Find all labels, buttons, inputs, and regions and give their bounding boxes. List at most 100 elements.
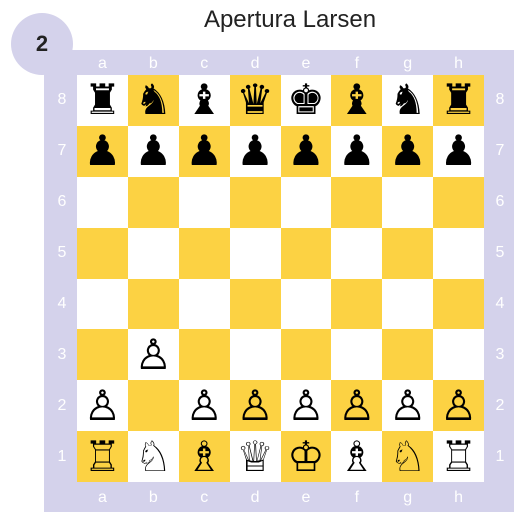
square-f6[interactable] — [331, 177, 382, 228]
square-d1[interactable]: ♕ — [230, 431, 281, 482]
square-h3[interactable] — [433, 329, 484, 380]
square-g8[interactable]: ♞ — [382, 75, 433, 126]
black-king-icon[interactable]: ♚ — [287, 79, 325, 121]
square-h2[interactable]: ♙ — [433, 380, 484, 431]
black-pawn-icon[interactable]: ♟ — [389, 130, 427, 172]
square-b4[interactable] — [128, 279, 179, 330]
black-pawn-icon[interactable]: ♟ — [440, 130, 478, 172]
square-h1[interactable]: ♖ — [433, 431, 484, 482]
square-h4[interactable] — [433, 279, 484, 330]
black-pawn-icon[interactable]: ♟ — [185, 130, 223, 172]
black-pawn-icon[interactable]: ♟ — [236, 130, 274, 172]
white-knight-icon[interactable]: ♘ — [389, 436, 427, 478]
black-pawn-icon[interactable]: ♟ — [338, 130, 376, 172]
square-a1[interactable]: ♖ — [77, 431, 128, 482]
square-h8[interactable]: ♜ — [433, 75, 484, 126]
white-pawn-icon[interactable]: ♙ — [236, 385, 274, 427]
square-c2[interactable]: ♙ — [179, 380, 230, 431]
square-g6[interactable] — [382, 177, 433, 228]
square-d8[interactable]: ♛ — [230, 75, 281, 126]
white-pawn-icon[interactable]: ♙ — [185, 385, 223, 427]
square-c8[interactable]: ♝ — [179, 75, 230, 126]
square-f3[interactable] — [331, 329, 382, 380]
square-c6[interactable] — [179, 177, 230, 228]
square-a7[interactable]: ♟ — [77, 126, 128, 177]
square-e5[interactable] — [281, 228, 332, 279]
square-h6[interactable] — [433, 177, 484, 228]
square-e8[interactable]: ♚ — [281, 75, 332, 126]
square-c5[interactable] — [179, 228, 230, 279]
square-e6[interactable] — [281, 177, 332, 228]
square-e4[interactable] — [281, 279, 332, 330]
square-g3[interactable] — [382, 329, 433, 380]
white-queen-icon[interactable]: ♕ — [236, 436, 274, 478]
white-pawn-icon[interactable]: ♙ — [389, 385, 427, 427]
square-h7[interactable]: ♟ — [433, 126, 484, 177]
black-pawn-icon[interactable]: ♟ — [287, 130, 325, 172]
white-bishop-icon[interactable]: ♗ — [185, 436, 223, 478]
square-a5[interactable] — [77, 228, 128, 279]
white-rook-icon[interactable]: ♖ — [440, 436, 478, 478]
square-a8[interactable]: ♜ — [77, 75, 128, 126]
square-c1[interactable]: ♗ — [179, 431, 230, 482]
white-pawn-icon[interactable]: ♙ — [134, 334, 172, 376]
black-rook-icon[interactable]: ♜ — [440, 79, 478, 121]
black-bishop-icon[interactable]: ♝ — [338, 79, 376, 121]
square-b1[interactable]: ♘ — [128, 431, 179, 482]
white-king-icon[interactable]: ♔ — [287, 436, 325, 478]
black-knight-icon[interactable]: ♞ — [134, 79, 172, 121]
square-d6[interactable] — [230, 177, 281, 228]
black-bishop-icon[interactable]: ♝ — [185, 79, 223, 121]
square-b6[interactable] — [128, 177, 179, 228]
square-g5[interactable] — [382, 228, 433, 279]
white-pawn-icon[interactable]: ♙ — [440, 385, 478, 427]
square-c7[interactable]: ♟ — [179, 126, 230, 177]
white-rook-icon[interactable]: ♖ — [84, 436, 122, 478]
square-c4[interactable] — [179, 279, 230, 330]
square-e1[interactable]: ♔ — [281, 431, 332, 482]
square-f5[interactable] — [331, 228, 382, 279]
square-b7[interactable]: ♟ — [128, 126, 179, 177]
white-bishop-icon[interactable]: ♗ — [338, 436, 376, 478]
square-a4[interactable] — [77, 279, 128, 330]
white-pawn-icon[interactable]: ♙ — [84, 385, 122, 427]
square-f2[interactable]: ♙ — [331, 380, 382, 431]
square-a2[interactable]: ♙ — [77, 380, 128, 431]
square-b2[interactable] — [128, 380, 179, 431]
chess-board: ♜ ♞ ♝ ♛ ♚ ♝ ♞ ♜ ♟ ♟ ♟ ♟ ♟ ♟ ♟ ♟ ♙ ♙ ♙ ♙ ♙ ♙ ♙ ♙ ♖ ♘ ♗ ♕ ♔ ♗ ♘ ♖ — [77, 75, 484, 482]
square-d2[interactable]: ♙ — [230, 380, 281, 431]
square-b3[interactable]: ♙ — [128, 329, 179, 380]
black-pawn-icon[interactable]: ♟ — [134, 130, 172, 172]
rank-label: 6 — [47, 177, 77, 228]
black-queen-icon[interactable]: ♛ — [236, 79, 274, 121]
square-e7[interactable]: ♟ — [281, 126, 332, 177]
square-d7[interactable]: ♟ — [230, 126, 281, 177]
rank-label: 3 — [47, 329, 77, 380]
square-g4[interactable] — [382, 279, 433, 330]
square-d4[interactable] — [230, 279, 281, 330]
square-d3[interactable] — [230, 329, 281, 380]
square-a3[interactable] — [77, 329, 128, 380]
rank-label: 8 — [485, 75, 514, 126]
square-f4[interactable] — [331, 279, 382, 330]
square-a6[interactable] — [77, 177, 128, 228]
square-g1[interactable]: ♘ — [382, 431, 433, 482]
square-b5[interactable] — [128, 228, 179, 279]
square-b8[interactable]: ♞ — [128, 75, 179, 126]
square-e2[interactable]: ♙ — [281, 380, 332, 431]
square-d5[interactable] — [230, 228, 281, 279]
square-f8[interactable]: ♝ — [331, 75, 382, 126]
square-g2[interactable]: ♙ — [382, 380, 433, 431]
white-pawn-icon[interactable]: ♙ — [287, 385, 325, 427]
square-f1[interactable]: ♗ — [331, 431, 382, 482]
black-pawn-icon[interactable]: ♟ — [84, 130, 122, 172]
black-knight-icon[interactable]: ♞ — [389, 79, 427, 121]
white-knight-icon[interactable]: ♘ — [134, 436, 172, 478]
square-f7[interactable]: ♟ — [331, 126, 382, 177]
square-g7[interactable]: ♟ — [382, 126, 433, 177]
square-c3[interactable] — [179, 329, 230, 380]
square-h5[interactable] — [433, 228, 484, 279]
black-rook-icon[interactable]: ♜ — [84, 79, 122, 121]
square-e3[interactable] — [281, 329, 332, 380]
white-pawn-icon[interactable]: ♙ — [338, 385, 376, 427]
